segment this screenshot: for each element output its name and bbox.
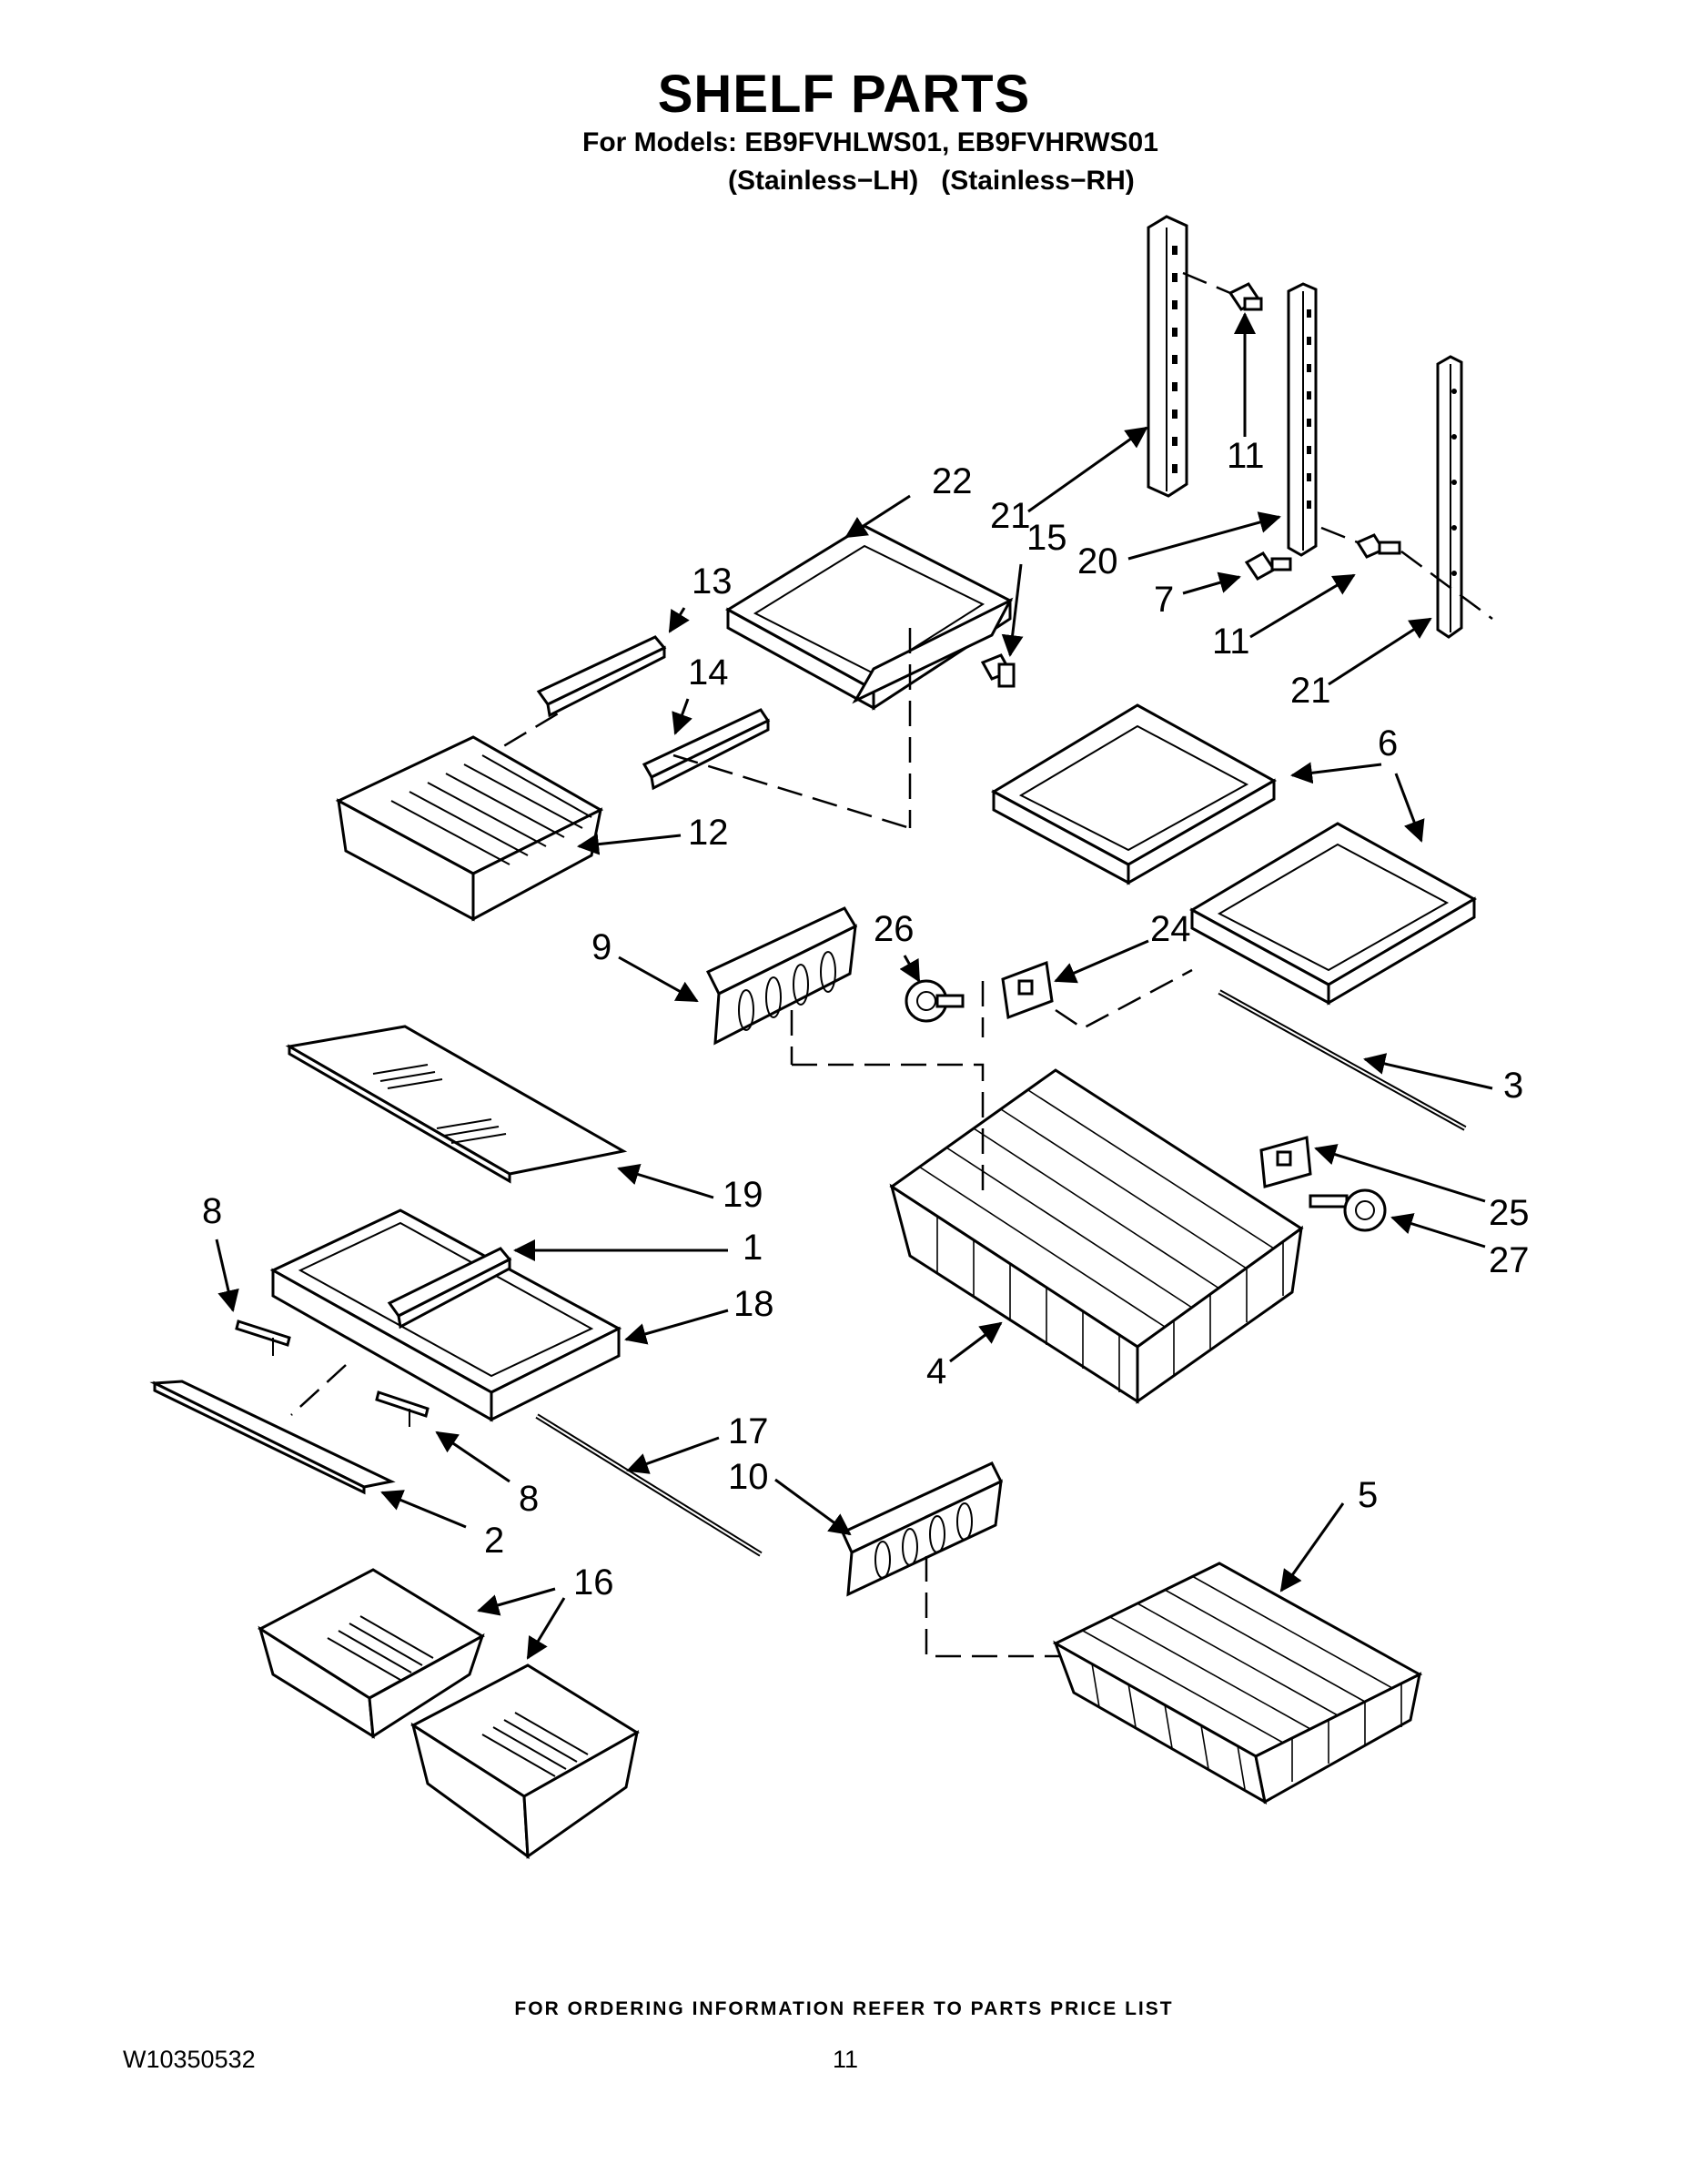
slide-part-1 [387, 1247, 512, 1330]
gear-part-26 [905, 979, 965, 1023]
shelf-part-6-upper [990, 703, 1278, 885]
callout-10: 10 [728, 1457, 769, 1497]
shelf-frame-part-18 [269, 1208, 622, 1422]
plate-part-24 [981, 960, 1193, 1037]
callout-8-upper: 8 [202, 1191, 222, 1231]
wire-basket-part-5 [1052, 1562, 1423, 1805]
callout-7: 7 [1154, 580, 1174, 620]
drawer-part-12 [335, 735, 604, 922]
trim-part-2 [149, 1380, 396, 1495]
callout-6: 6 [1378, 723, 1398, 763]
callout-5: 5 [1358, 1475, 1378, 1515]
callout-22: 22 [932, 461, 973, 501]
clip-part-8-left [235, 1320, 291, 1356]
callout-16: 16 [573, 1562, 614, 1603]
screw-part-7 [1244, 551, 1292, 581]
callout-27: 27 [1489, 1240, 1530, 1280]
callout-12: 12 [688, 813, 729, 853]
shelf-part-6-lower [1188, 822, 1478, 1006]
callout-26: 26 [874, 909, 915, 949]
callout-18: 18 [733, 1284, 774, 1324]
dashed-guide [290, 1364, 347, 1416]
rail-right-part-21 [1436, 355, 1463, 639]
wire-basket-part-4 [792, 1063, 1304, 1404]
page-number: 11 [833, 2046, 859, 2073]
callout-15: 15 [1026, 518, 1067, 558]
document-number: W10350532 [123, 2046, 256, 2073]
callout-8-lower: 8 [519, 1479, 539, 1519]
leader-lines [215, 312, 1493, 1660]
page-title: SHELF PARTS [657, 65, 1031, 124]
slide-part-13 [536, 635, 667, 718]
callout-11-lower: 11 [1212, 622, 1250, 662]
callout-2: 2 [484, 1521, 504, 1561]
callout-labels: 22 21 15 11 20 7 11 21 13 14 12 6 9 26 2… [202, 436, 1530, 1603]
bin-part-16-lower [410, 1663, 640, 1860]
variants-line: (Stainless−LH) (Stainless−RH) [728, 166, 1135, 196]
callout-3: 3 [1503, 1066, 1523, 1106]
rail-center-part-20 [1287, 282, 1318, 557]
callout-11-upper: 11 [1227, 436, 1265, 476]
clip-part-8-right [375, 1390, 430, 1427]
gear-part-27 [1309, 1188, 1387, 1232]
callout-1: 1 [743, 1228, 763, 1268]
rod-part-3 [1218, 989, 1467, 1131]
screw-part-11-lower [1320, 526, 1493, 621]
shelf-part-22 [725, 524, 1014, 828]
callout-21-lower: 21 [1290, 671, 1331, 711]
models-line: For Models: EB9FVHLWS01, EB9FVHRWS01 [582, 127, 1158, 157]
bin-part-16-upper [258, 1568, 485, 1739]
callout-9: 9 [591, 927, 612, 967]
ordering-note: FOR ORDERING INFORMATION REFER TO PARTS … [514, 1998, 1174, 2019]
bracket-part-25 [1259, 1136, 1312, 1188]
callout-21-upper: 21 [990, 496, 1031, 536]
callout-19: 19 [723, 1175, 763, 1215]
screw-part-15 [980, 653, 1016, 688]
callout-14: 14 [688, 652, 729, 693]
slide-part-14 [642, 708, 771, 791]
callout-20: 20 [1077, 541, 1118, 581]
callout-4: 4 [926, 1351, 946, 1391]
callout-17: 17 [728, 1411, 769, 1451]
bracket-part-9 [705, 906, 858, 1065]
callout-24: 24 [1150, 909, 1191, 949]
callout-25: 25 [1489, 1193, 1530, 1233]
callout-13: 13 [692, 561, 733, 602]
rod-part-17 [535, 1413, 763, 1557]
rail-left-part-21 [1147, 215, 1188, 498]
bracket-part-10 [841, 1461, 1074, 1658]
dashed-guide [672, 753, 911, 830]
screw-part-11-upper [1182, 271, 1263, 311]
glass-part-19 [285, 1025, 628, 1184]
